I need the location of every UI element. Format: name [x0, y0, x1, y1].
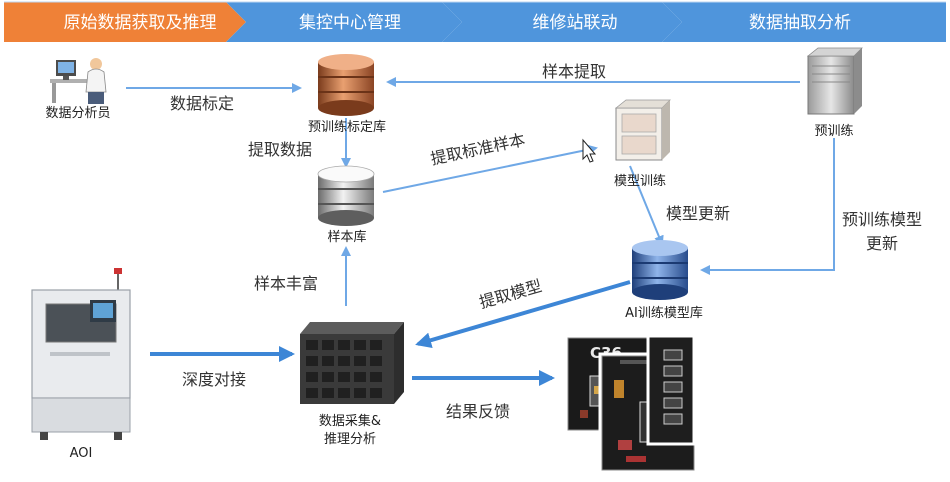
- header-step-3-label: 维修站联动: [533, 13, 618, 33]
- thick-arrows: [150, 280, 631, 386]
- edge-label-pretrain-update-line1: 预训练模型: [841, 210, 923, 229]
- mouse-cursor-icon: [582, 138, 597, 163]
- header-step-3: [442, 2, 682, 42]
- ai-model-db-icon: [632, 240, 688, 300]
- analyst-icon: [50, 58, 107, 104]
- edge-label-result-feedback: 结果反馈: [446, 402, 511, 421]
- pcb-results-icon: C36: [564, 334, 698, 474]
- model-training-cabinet-icon: [614, 99, 671, 161]
- data-collect-cube-icon: [300, 322, 404, 404]
- arrow-training-to-aimodeldb: [629, 165, 664, 246]
- arrow-pretrain-to-aimodeldb: [700, 138, 835, 275]
- model-training-label: 模型训练: [613, 174, 667, 189]
- arrow-aimodeldb-to-collect: [415, 280, 631, 349]
- edge-label-extract-data: 提取数据: [248, 140, 313, 159]
- pretrain-label-db-icon: [318, 54, 374, 116]
- ai-model-db-label: AI训练模型库: [625, 306, 703, 321]
- edge-label-sample-enrich: 样本丰富: [254, 274, 319, 293]
- pretrain-label-db-label: 预训练标定库: [307, 120, 387, 135]
- pretrain-label: 预训练: [814, 124, 854, 139]
- pretrain-server-icon: [806, 47, 863, 115]
- edge-label-sample-extract: 样本提取: [542, 62, 607, 81]
- aoi-machine-icon: [31, 268, 131, 440]
- thin-arrows: [126, 77, 835, 306]
- sample-db-icon: [317, 165, 375, 226]
- sample-db-label: 样本库: [327, 230, 367, 245]
- analyst-label: 数据分析员: [45, 106, 111, 121]
- data-collect-label-line1: 数据采集&: [318, 414, 382, 429]
- edge-label-pretrain-update-line2: 更新: [865, 234, 899, 253]
- header-step-1: [4, 2, 246, 42]
- edge-label-model-update: 模型更新: [666, 204, 731, 223]
- header-step-1-label: 原始数据获取及推理: [64, 13, 217, 33]
- edge-label-deep-docking: 深度对接: [182, 370, 247, 389]
- aoi-label: AOI: [69, 446, 93, 461]
- header-bar: 原始数据获取及推理 集控中心管理 维修站联动 数据抽取分析: [4, 1, 946, 42]
- edge-label-data-labeling: 数据标定: [170, 94, 235, 113]
- header-step-2-label: 集控中心管理: [299, 13, 401, 33]
- data-collect-label-line2: 推理分析: [323, 432, 377, 447]
- arrow-sampledb-to-training: [382, 144, 598, 193]
- header-step-4-label: 数据抽取分析: [749, 13, 851, 33]
- header-step-2: [226, 2, 462, 42]
- header-step-4: [662, 2, 946, 42]
